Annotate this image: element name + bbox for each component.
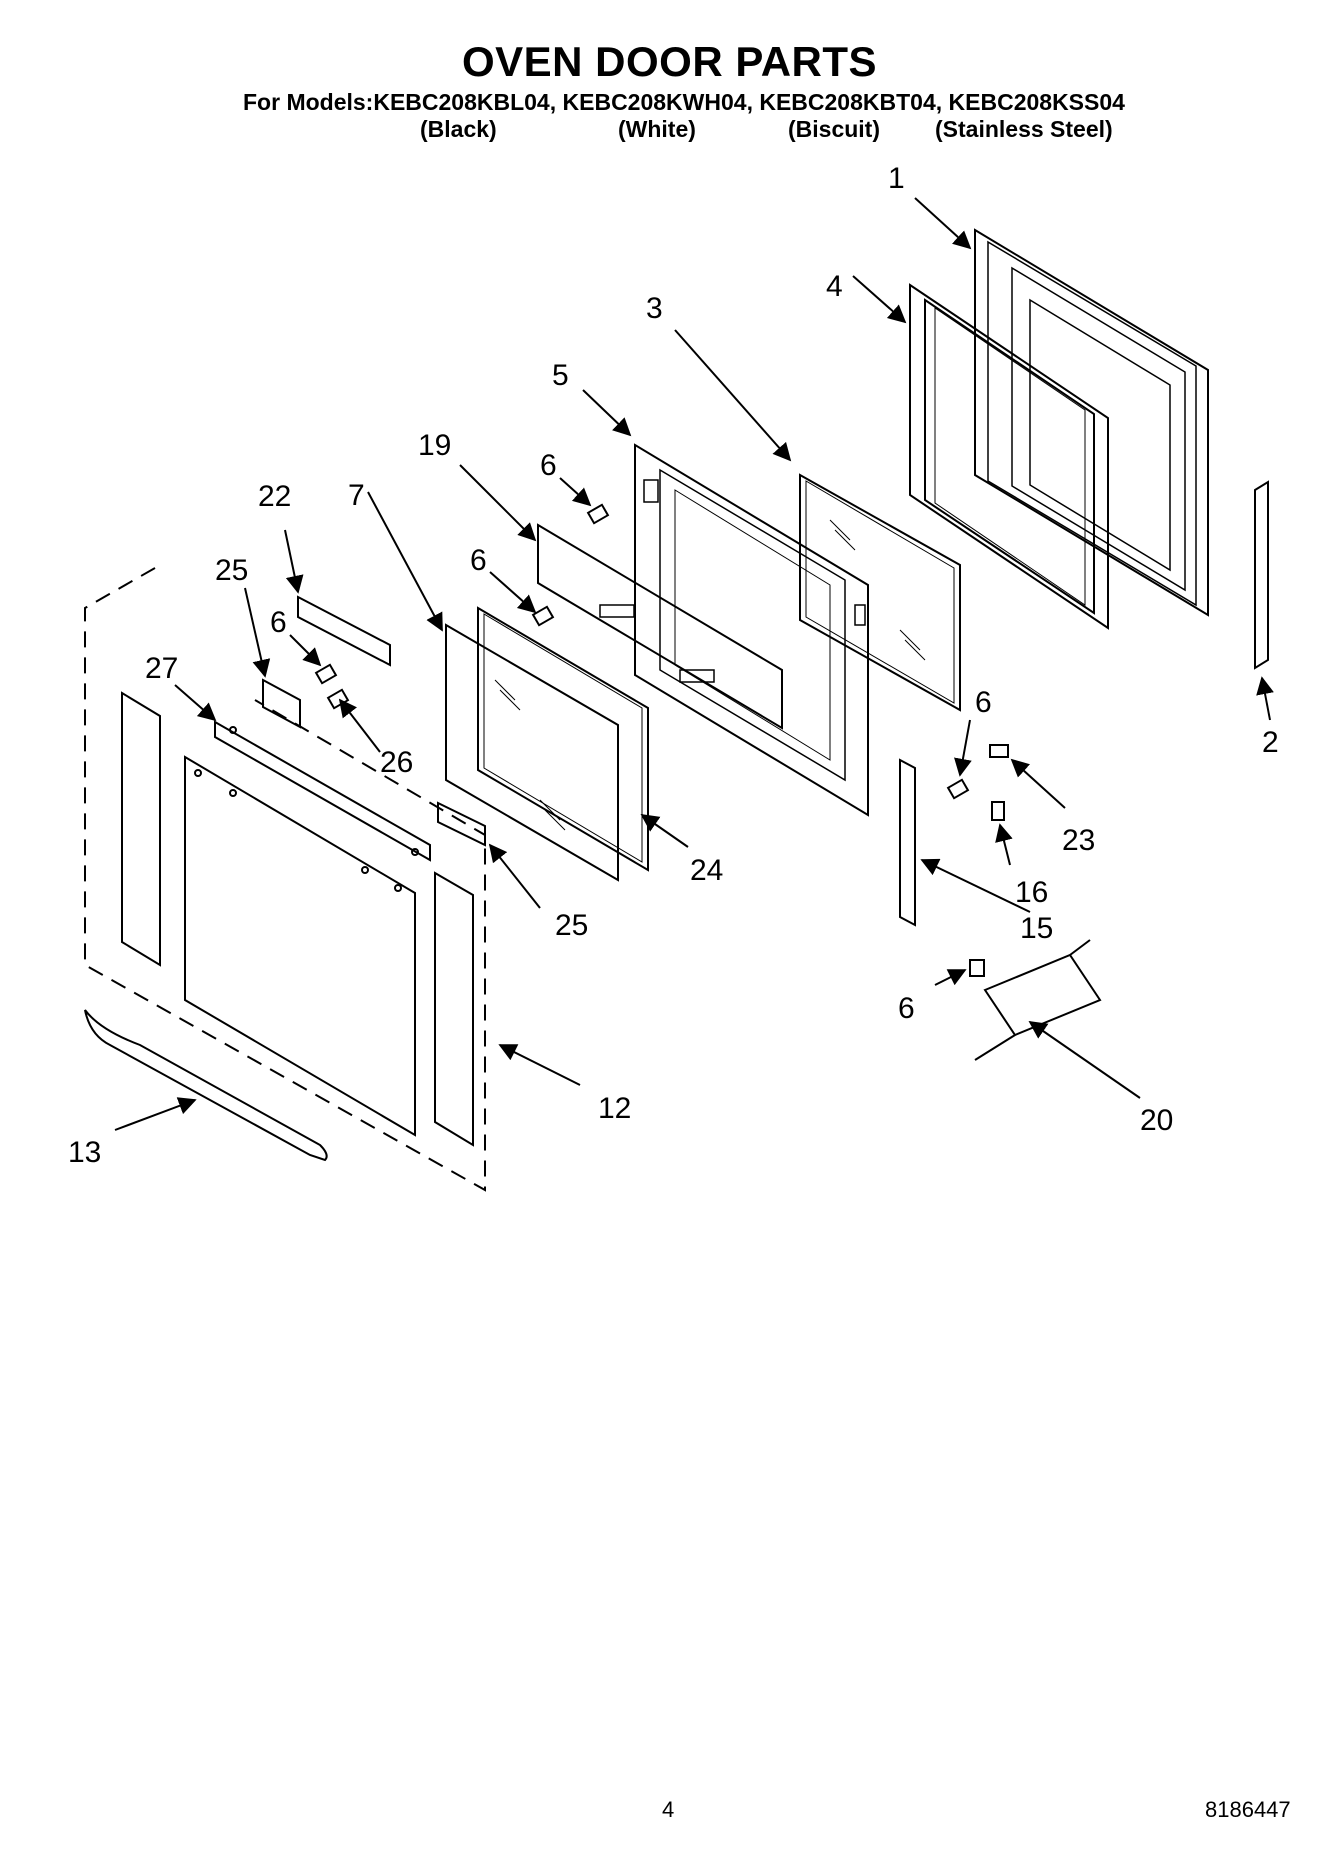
part-5-door-liner (634, 443, 869, 817)
color-label-stainless: (Stainless Steel) (935, 116, 1113, 142)
callout-15: 15 (1020, 912, 1053, 945)
callout-1: 1 (888, 162, 905, 195)
callout-16: 16 (1015, 876, 1048, 909)
callout-26: 26 (380, 746, 413, 779)
callout-20: 20 (1140, 1104, 1173, 1137)
part-3-inner-glass (799, 473, 961, 712)
page-number: 4 (662, 1797, 675, 1822)
part-4-door-frame-seal (909, 283, 1109, 630)
screw-parts (314, 503, 1009, 977)
callout-6-channel-screw: 6 (975, 686, 992, 719)
callout-6-liner-screw: 6 (540, 449, 557, 482)
callout-4: 4 (826, 270, 843, 303)
part-19-heat-shield (537, 523, 783, 730)
part-12-outer-door-assembly (84, 567, 486, 1192)
part-7-outer-glass (445, 623, 619, 882)
part-25-hinge-bracket-upper (262, 678, 301, 729)
document-number: 8186447 (1205, 1797, 1291, 1822)
part-25-hinge-bracket-lower (437, 801, 486, 847)
part-27-top-trim (214, 720, 431, 862)
callout-25-upper: 25 (215, 554, 248, 587)
part-24-middle-glass (477, 606, 649, 872)
color-label-black: (Black) (420, 116, 497, 142)
callout-19: 19 (418, 429, 451, 462)
part-15-hinge-channel (899, 758, 916, 927)
callout-leaders (114, 197, 1274, 1131)
page-title: OVEN DOOR PARTS (461, 38, 878, 85)
color-label-white: (White) (618, 116, 696, 142)
color-label-biscuit: (Biscuit) (788, 116, 880, 142)
callout-12: 12 (598, 1092, 631, 1125)
callout-27: 27 (145, 652, 178, 685)
callout-25-lower: 25 (555, 909, 588, 942)
callout-3: 3 (646, 292, 663, 325)
part-13-door-handle (84, 1009, 328, 1162)
part-1-outer-door-frame (974, 228, 1209, 617)
callout-6-bottom-screw: 6 (898, 992, 915, 1025)
callout-22: 22 (258, 480, 291, 513)
callout-6-shield-screw: 6 (470, 544, 487, 577)
callout-24: 24 (690, 854, 723, 887)
callout-23: 23 (1062, 824, 1095, 857)
part-2-hinge (1254, 480, 1269, 670)
model-list: For Models:KEBC208KBL04, KEBC208KWH04, K… (243, 89, 1125, 115)
callout-2: 2 (1262, 726, 1279, 759)
part-22-bracket (297, 595, 391, 667)
callout-6-bracket-screw: 6 (270, 606, 287, 639)
callout-7: 7 (348, 479, 365, 512)
part-20-bottom-bracket (974, 939, 1102, 1061)
callout-5: 5 (552, 359, 569, 392)
callout-13: 13 (68, 1136, 101, 1169)
